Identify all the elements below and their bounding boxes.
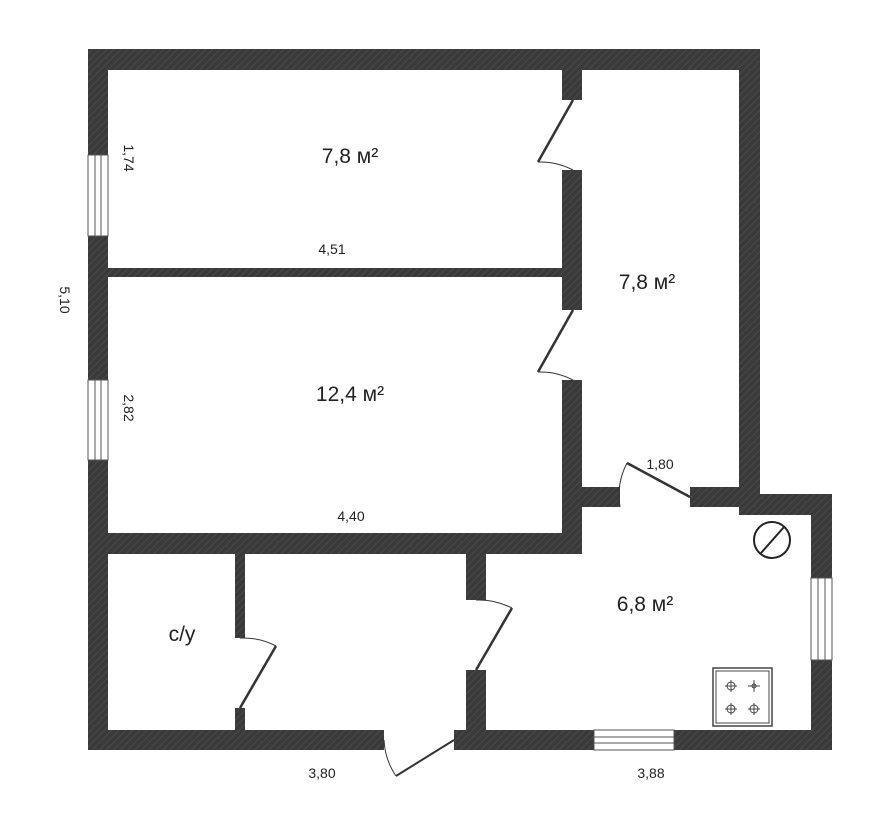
window-kitchen-bottom	[593, 729, 675, 751]
windows	[87, 154, 833, 751]
door-kitchen-corridor	[618, 461, 691, 508]
wall-corridor-1	[562, 70, 582, 100]
area-bathroom: с/у	[169, 623, 196, 646]
dim-top-room-window: 1,74	[121, 144, 137, 171]
wall-corridor-2	[562, 170, 582, 310]
area-kitchen: 6,8 м²	[617, 593, 673, 616]
door-top-room	[536, 99, 575, 171]
window-middle-room	[87, 379, 109, 461]
wall-bathroom-lower	[235, 708, 245, 730]
dimension-labels: 5,10 1,74 4,51 2,82 4,40 1,80 3,80 3,88	[57, 144, 674, 781]
wall-corridor-kitchen-right	[690, 487, 739, 507]
wall-left-upper	[88, 49, 108, 155]
door-kitchen	[474, 599, 514, 671]
doors	[238, 99, 691, 777]
dim-bottom-left: 3,80	[308, 765, 335, 781]
wall-hall-lower	[466, 670, 486, 730]
door-middle-room	[536, 309, 575, 381]
burner-icon	[725, 703, 737, 715]
room-labels: 7,8 м² 7,8 м² 12,4 м² 6,8 м² с/у	[169, 145, 676, 646]
dim-top-room-width: 4,51	[318, 241, 345, 257]
wall-corridor-3	[562, 380, 582, 554]
area-middle-room: 12,4 м²	[316, 383, 384, 406]
dim-bottom-right: 3,88	[637, 765, 664, 781]
wall-horizontal-mid	[88, 533, 582, 554]
wall-top	[88, 49, 760, 70]
wall-bottom-right	[674, 730, 832, 750]
fixtures	[712, 521, 791, 727]
area-corridor: 7,8 м²	[619, 271, 675, 294]
dim-middle-room-width: 4,40	[337, 508, 364, 524]
dim-overall-height: 5,10	[57, 286, 73, 313]
inner-walls	[88, 70, 739, 730]
wall-kitchen-right-lower	[811, 660, 832, 750]
burner-icon	[748, 680, 760, 692]
door-entrance	[383, 739, 455, 777]
wall-kitchen-right-upper	[811, 494, 832, 578]
burner-icon	[725, 680, 737, 692]
wall-left-lower	[88, 460, 108, 750]
wall-bottom-mid	[454, 730, 594, 750]
wall-left-mid	[88, 236, 108, 380]
door-bathroom	[238, 637, 278, 709]
burner-icon	[748, 703, 760, 715]
window-kitchen-side	[810, 577, 833, 661]
wall-partition-top	[108, 268, 562, 277]
dim-corridor-segment: 1,80	[646, 456, 673, 472]
area-top-room: 7,8 м²	[322, 145, 378, 168]
wall-bathroom-upper	[235, 554, 245, 638]
wall-right-upper	[739, 49, 760, 515]
outer-walls	[88, 49, 832, 750]
window-top-room	[87, 154, 109, 237]
wall-kitchen-top	[739, 494, 832, 515]
stove-icon	[712, 667, 773, 727]
wall-corridor-kitchen-left	[582, 487, 620, 507]
wall-bottom-left	[88, 730, 384, 750]
gas-meter-icon	[753, 521, 791, 559]
wall-hall-upper	[466, 554, 486, 600]
dim-middle-room-window: 2,82	[121, 394, 137, 421]
